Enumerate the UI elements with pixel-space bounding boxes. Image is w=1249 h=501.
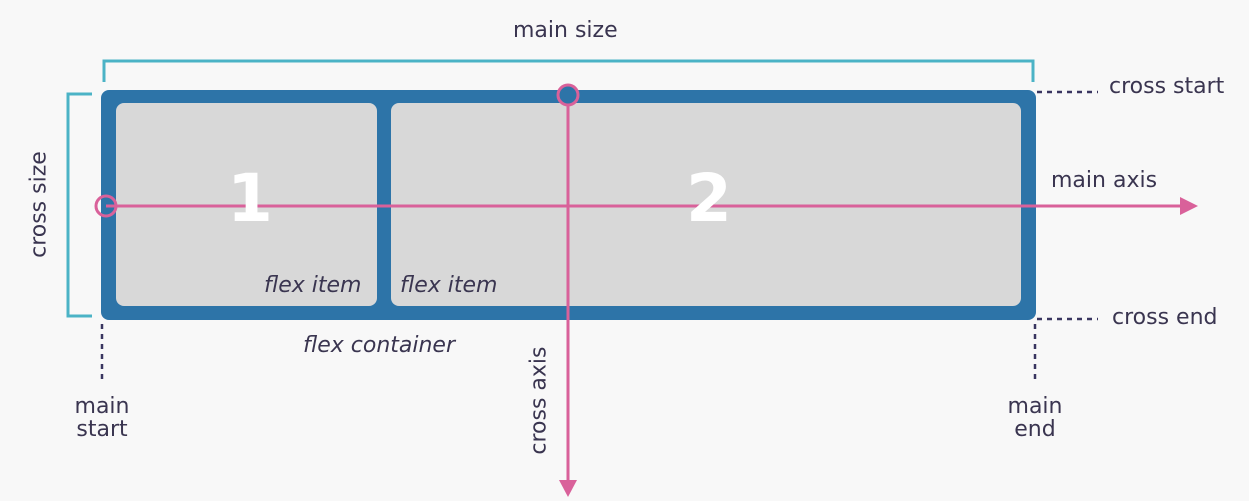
flex-container-label: flex container <box>303 333 456 358</box>
flex-item-1-number: 1 <box>227 160 273 237</box>
main-axis-origin-circle <box>94 194 118 218</box>
main-start-line2: start <box>76 417 128 443</box>
cross-axis-label: cross axis <box>526 346 552 455</box>
main-end-label: main end <box>997 395 1073 441</box>
main-end-line2: end <box>1014 417 1056 443</box>
cross-size-bracket <box>66 92 92 318</box>
main-size-bracket <box>102 59 1035 82</box>
main-size-label: main size <box>513 18 618 43</box>
cross-axis-arrowhead <box>559 480 577 497</box>
cross-end-label: cross end <box>1112 305 1218 330</box>
main-start-label: main start <box>64 395 140 441</box>
flex-item-1-label: flex item <box>264 273 362 298</box>
main-axis-arrowhead <box>1180 197 1198 215</box>
cross-axis-origin-circle <box>556 83 580 107</box>
main-axis-label: main axis <box>1051 168 1158 193</box>
main-start-line1: main <box>74 394 130 419</box>
main-end-line1: main <box>1007 394 1063 419</box>
flex-item-2-label: flex item <box>400 273 498 298</box>
cross-start-label: cross start <box>1109 74 1225 99</box>
flex-item-2-number: 2 <box>686 160 732 237</box>
cross-size-label: cross size <box>26 151 52 258</box>
